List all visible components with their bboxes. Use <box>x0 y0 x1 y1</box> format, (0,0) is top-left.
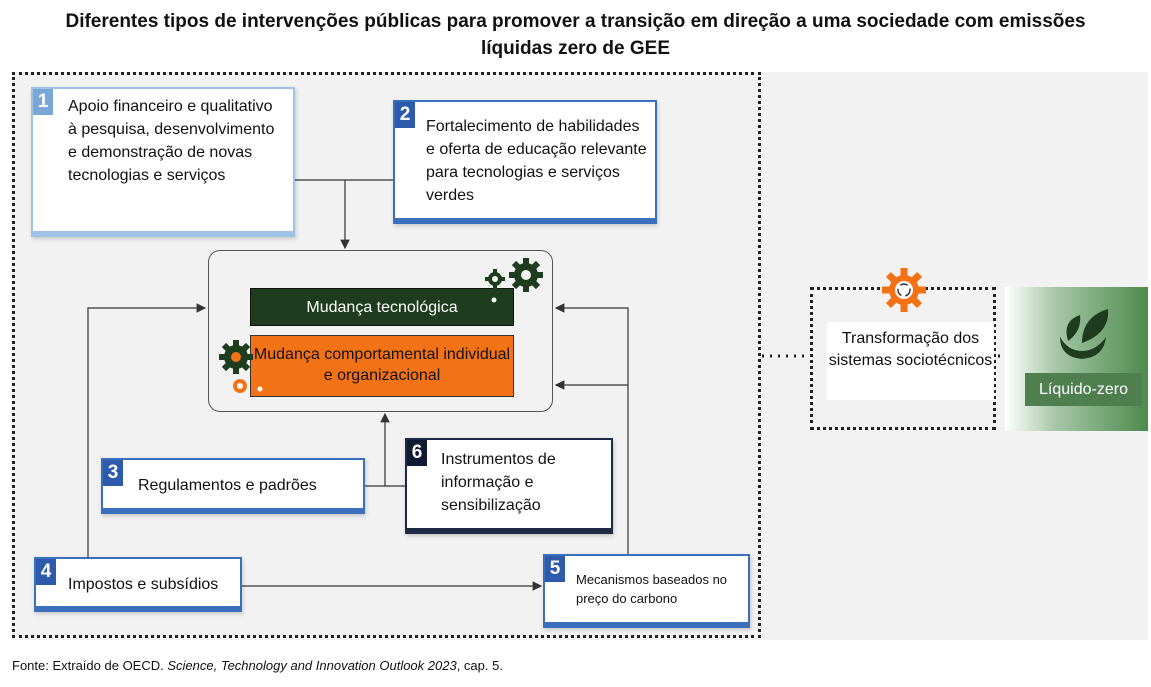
net-zero-label: Líquido-zero <box>1025 373 1142 406</box>
box-number: 3 <box>103 460 123 486</box>
source-note: Fonte: Extraído de OECD. Science, Techno… <box>12 658 503 673</box>
leaf-icon <box>1060 309 1109 359</box>
box-carbon-pricing: 5 Mecanismos baseados no preço do carbon… <box>543 554 750 628</box>
box-number: 2 <box>395 102 415 128</box>
outcome-panel <box>1005 287 1148 431</box>
title-line-1: Diferentes tipos de intervenções pública… <box>65 11 1086 32</box>
transformation-text: Transformação dos sistemas sociotécnicos <box>827 322 994 400</box>
tech-change-box: Mudança tecnológica <box>250 288 514 326</box>
box-text: Impostos e subsídios <box>68 576 219 593</box>
box-taxes-subsidies: 4 Impostos e subsídios <box>34 557 242 612</box>
box-text: Instrumentos de informação e sensibiliza… <box>441 451 556 514</box>
page-title: Diferentes tipos de intervenções pública… <box>0 8 1151 62</box>
box-skills-education: 2 Fortalecimento de habilidades e oferta… <box>393 100 657 224</box>
interventions-frame <box>12 72 761 638</box>
source-prefix: Fonte: Extraído de OECD. <box>12 658 168 673</box>
title-line-2: líquidas zero de GEE <box>481 38 670 59</box>
box-text: Regulamentos e padrões <box>138 477 317 494</box>
box-number: 1 <box>33 89 53 115</box>
box-number: 6 <box>407 440 427 466</box>
box-number: 4 <box>36 559 56 585</box>
box-text: Fortalecimento de habilidades e oferta d… <box>426 118 647 204</box>
source-suffix: , cap. 5. <box>456 658 503 673</box>
box-text: Mecanismos baseados no preço do carbono <box>576 572 728 606</box>
gear-icon <box>882 268 926 312</box>
source-title: Science, Technology and Innovation Outlo… <box>167 658 457 673</box>
gear-icon <box>219 340 266 395</box>
gear-icon <box>485 258 543 306</box>
box-regulations: 3 Regulamentos e padrões <box>101 458 365 514</box>
box-number: 5 <box>545 556 565 582</box>
behavior-change-box: Mudança comportamental individual e orga… <box>250 335 514 397</box>
box-text: Apoio financeiro e qualitativo à pesquis… <box>68 98 275 184</box>
arrow-5-to-center-a <box>554 303 629 558</box>
box-information: 6 Instrumentos de informação e sensibili… <box>405 438 613 534</box>
arrow-4-to-center <box>87 303 207 560</box>
box-research-support: 1 Apoio financeiro e qualitativo à pesqu… <box>31 87 295 237</box>
